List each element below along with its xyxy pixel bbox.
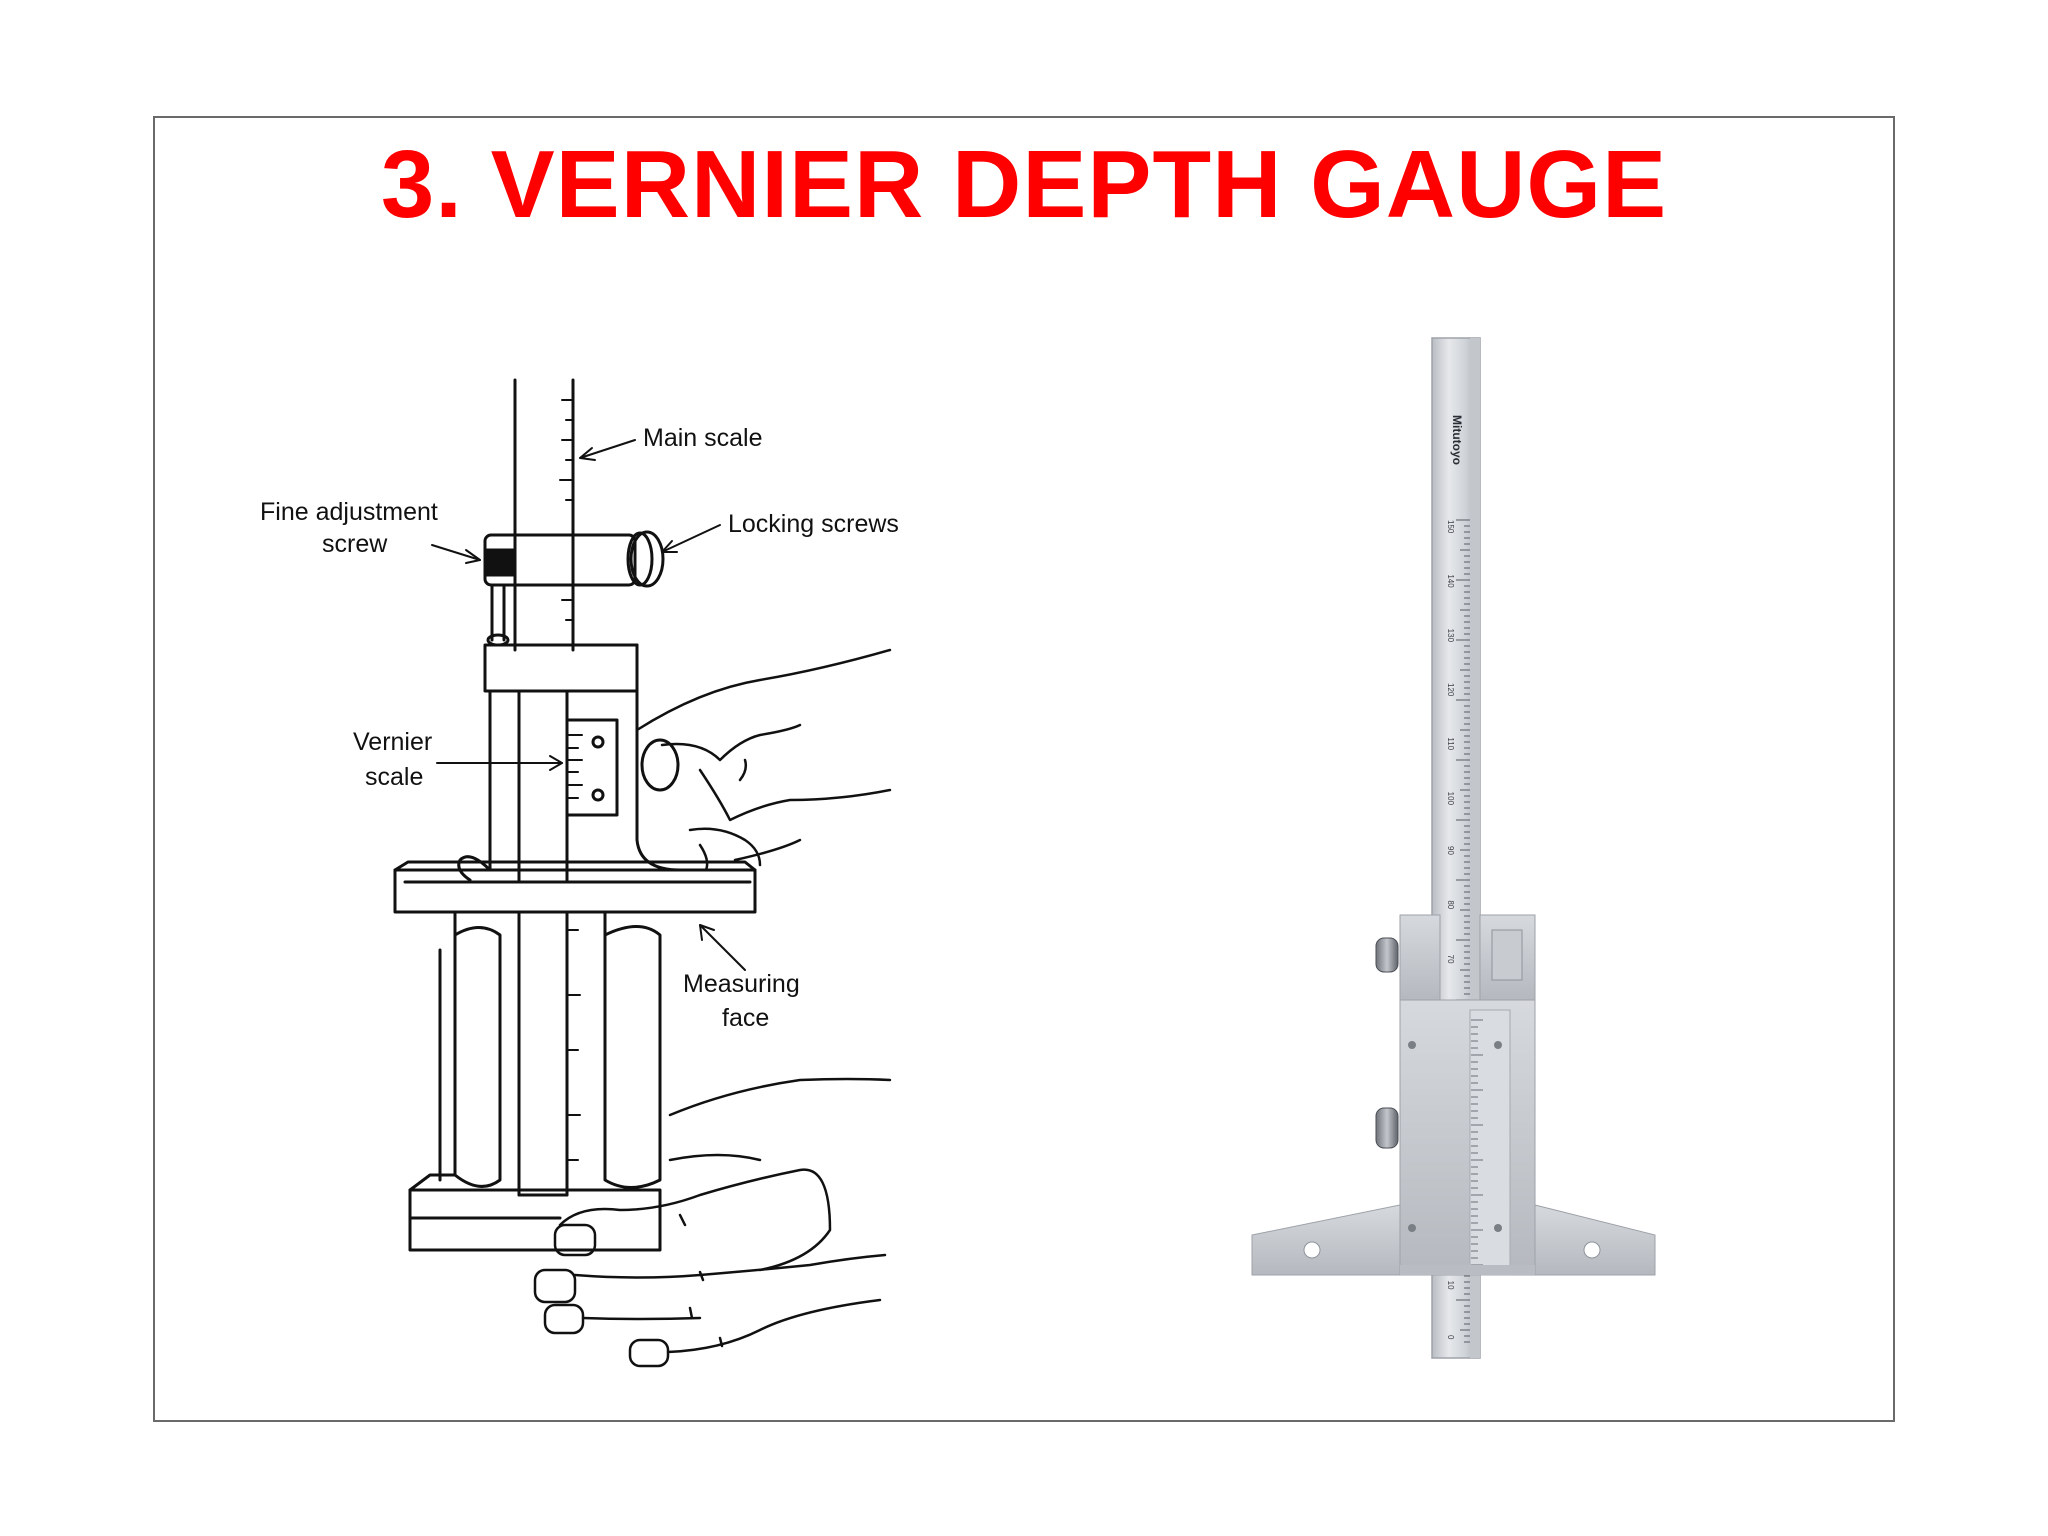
label-vernier-1: Vernier — [353, 728, 432, 756]
lower-hand — [533, 1077, 892, 1368]
beam-number: 120 — [1446, 683, 1455, 697]
upper-hand — [635, 648, 892, 872]
beam-number: 0 — [1446, 1335, 1455, 1340]
depth-gauge-diagram — [393, 378, 892, 1368]
gauge-base — [1251, 1204, 1401, 1276]
label-fine-adjustment-2: screw — [322, 530, 388, 558]
vernier-ticks — [566, 734, 583, 799]
workpiece — [408, 1188, 662, 1252]
beam-number: 150 — [1446, 520, 1455, 534]
label-measuring-2: face — [722, 1004, 769, 1032]
slider-block — [483, 643, 639, 693]
main-scale-ticks-upper — [559, 399, 574, 621]
vernier-head — [1399, 999, 1536, 1276]
label-main-scale: Main scale — [643, 424, 763, 452]
beam-number: 80 — [1446, 900, 1455, 909]
label-vernier-2: scale — [365, 763, 423, 791]
beam-number: 90 — [1446, 846, 1455, 855]
beam-number: 130 — [1446, 629, 1455, 643]
beam-number: 110 — [1446, 737, 1455, 750]
slide-frame — [153, 116, 1895, 1422]
label-measuring-1: Measuring — [683, 970, 800, 998]
main-scale-ticks-lower — [566, 929, 581, 1161]
depth-gauge-photo: 0102030405060708090100110120130140150 Mi… — [1251, 337, 1656, 1359]
label-locking-screws: Locking screws — [728, 510, 899, 538]
slide-title: 3. VERNIER DEPTH GAUGE — [380, 131, 1668, 238]
base-plate — [393, 868, 757, 914]
fine-adjustment-screw — [483, 548, 517, 577]
upper-lock-knob — [1375, 937, 1399, 973]
label-fine-adjustment-1: Fine adjustment — [260, 498, 438, 526]
beam-number: 10 — [1446, 1281, 1455, 1290]
vernier-window — [565, 718, 619, 817]
beam-number: 140 — [1446, 574, 1455, 588]
lower-lock-knob — [1375, 1107, 1399, 1149]
upper-clamp-block — [1399, 914, 1441, 1001]
beam-number: 70 — [1446, 955, 1455, 964]
leader-arrows — [431, 439, 746, 971]
brand-mark: Mitutoyo — [1450, 415, 1464, 465]
locking-screw-knob — [629, 530, 665, 588]
beam-number: 100 — [1446, 792, 1455, 806]
